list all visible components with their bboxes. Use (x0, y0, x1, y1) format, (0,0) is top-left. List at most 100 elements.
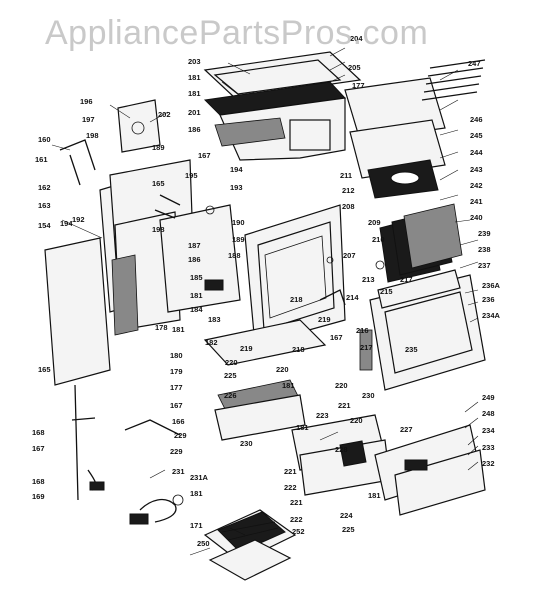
pn-label: 168 (32, 477, 45, 486)
pn-label: 230 (362, 391, 375, 400)
pn-label: 198 (152, 225, 165, 234)
pn-label: 181 (188, 89, 201, 98)
leader-lines (51, 47, 479, 556)
pn-label: 230 (240, 439, 253, 448)
pn-label: 212 (342, 186, 355, 195)
pn-label: 252 (292, 527, 305, 536)
part-labels: 204 203 205 177 181 181 201 202 186 196 … (32, 34, 501, 548)
pn-label: 154 (38, 221, 51, 230)
pn-label: 193 (230, 183, 243, 192)
pn-label: 181 (188, 73, 201, 82)
pn-label: 215 (380, 287, 393, 296)
pn-label: 225 (224, 371, 237, 380)
pn-label: 238 (478, 245, 491, 254)
pn-label: 167 (198, 151, 211, 160)
pn-label: 235 (405, 345, 418, 354)
top-panel (203, 51, 362, 161)
pn-label: 225 (342, 525, 355, 534)
pn-label: 183 (208, 315, 221, 324)
pn-label: 171 (190, 521, 203, 530)
pn-label: 236 (482, 295, 495, 304)
bottom-burner (203, 509, 297, 581)
pn-label: 234A (482, 311, 501, 320)
pn-label: 182 (205, 338, 218, 347)
pn-label: 180 (170, 351, 183, 360)
pn-label: 188 (228, 251, 241, 260)
small-parts (59, 139, 385, 525)
pn-label: 184 (190, 305, 203, 314)
pn-label: 197 (82, 115, 95, 124)
pn-label: 213 (362, 275, 375, 284)
pn-label: 243 (470, 165, 483, 174)
pn-label: 221 (338, 401, 351, 410)
pn-label: 246 (470, 115, 483, 124)
pn-label: 210 (372, 235, 385, 244)
pn-label: 181 (368, 491, 381, 500)
pn-label: 217 (400, 275, 413, 284)
pn-label: 244 (470, 148, 483, 157)
pn-label: 177 (352, 81, 365, 90)
pn-label: 207 (343, 251, 356, 260)
pn-label: 221 (284, 467, 297, 476)
pn-label: 221 (290, 498, 303, 507)
pn-label: 216 (356, 326, 369, 335)
drawer-front (374, 424, 486, 516)
pn-label: 224 (340, 511, 353, 520)
pn-label: 220 (335, 381, 348, 390)
pn-label: 223 (316, 411, 329, 420)
pn-label: 250 (197, 539, 210, 548)
pn-label: 219 (318, 315, 331, 324)
pn-label: 228 (335, 445, 348, 454)
pn-label: 247 (468, 59, 481, 68)
pn-label: 190 (232, 218, 245, 227)
pn-label: 167 (330, 333, 343, 342)
pn-label: 179 (170, 367, 183, 376)
pn-label: 226 (224, 391, 237, 400)
pn-label: 201 (188, 108, 201, 117)
pn-label: 234 (482, 426, 495, 435)
pn-label: 167 (170, 401, 183, 410)
pn-label: 205 (348, 63, 361, 72)
pn-label: 211 (340, 171, 352, 180)
oven-frame (244, 204, 346, 346)
pn-label: 236A (482, 281, 501, 290)
pn-label: 214 (346, 293, 359, 302)
pn-label: 194 (230, 165, 243, 174)
pn-label: 202 (158, 110, 171, 119)
oven-door (359, 269, 486, 391)
pn-label: 218 (290, 295, 303, 304)
pn-label: 203 (188, 57, 201, 66)
pn-label: 242 (470, 181, 483, 190)
pn-label: 229 (170, 447, 183, 456)
pn-label: 187 (188, 241, 201, 250)
pn-label: 198 (86, 131, 99, 140)
pn-label: 249 (482, 393, 495, 402)
pn-label: 163 (38, 201, 51, 210)
pn-label: 178 (155, 323, 168, 332)
pn-label: 237 (478, 261, 491, 270)
pn-label: 167 (32, 444, 45, 453)
pn-label: 231A (190, 473, 209, 482)
pn-label: 219 (240, 344, 253, 353)
pn-label: 194 (60, 219, 73, 228)
broiler-assembly (203, 319, 327, 441)
pn-label: 161 (35, 155, 48, 164)
pn-label: 204 (350, 34, 363, 43)
pn-label: 233 (482, 443, 495, 452)
pn-label: 208 (342, 202, 355, 211)
pn-label: 165 (152, 179, 165, 188)
pn-label: 162 (38, 183, 51, 192)
pn-label: 248 (482, 409, 495, 418)
pn-label: 229 (174, 431, 187, 440)
pn-label: 186 (188, 125, 201, 134)
pn-label: 181 (172, 325, 185, 334)
pn-label: 169 (32, 492, 45, 501)
pn-label: 220 (350, 416, 363, 425)
pn-label: 217 (360, 343, 373, 352)
pn-label: 192 (72, 215, 85, 224)
watermark-text: AppliancePartsPros.com (45, 14, 429, 52)
oven-racks (344, 59, 486, 199)
pn-label: 196 (80, 97, 93, 106)
pn-label: 165 (38, 365, 51, 374)
